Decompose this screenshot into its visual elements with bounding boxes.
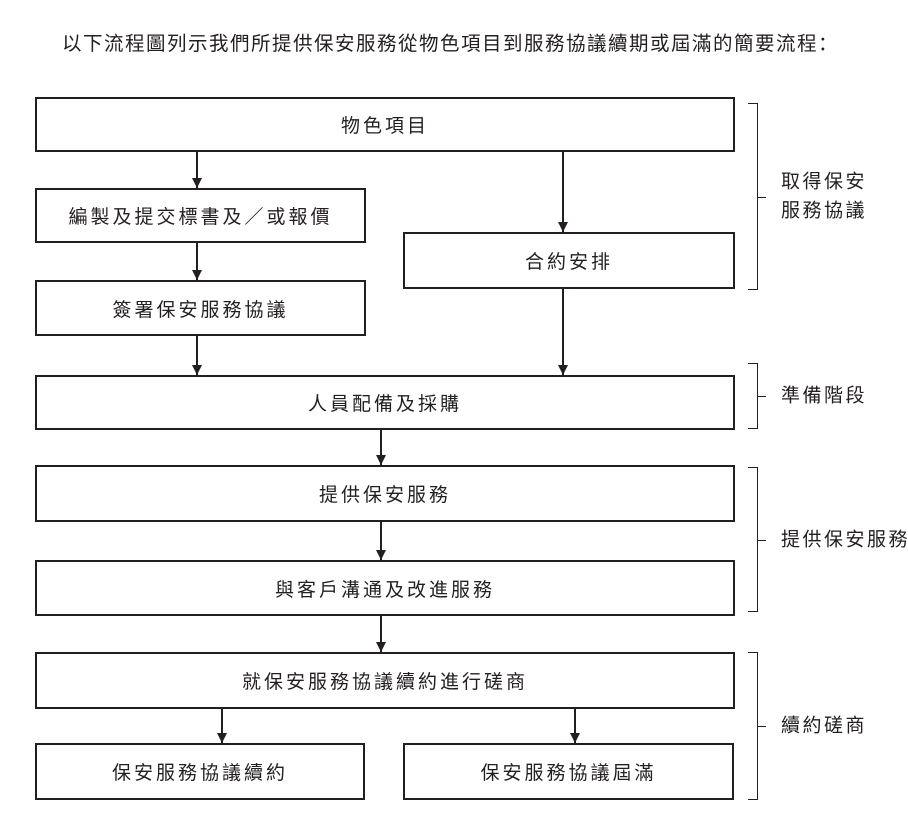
stage-label-preparation-text: 準備階段 — [781, 384, 868, 407]
flow-box-contract-arrangement: 合約安排 — [403, 232, 735, 289]
stage-label-renewal: 續約磋商 — [781, 711, 867, 740]
arrow-negotiation-to-renewal — [221, 709, 223, 743]
stage-bracket-renewal — [748, 652, 766, 800]
arrow-negotiation-to-expiry — [574, 709, 576, 743]
intro-text: 以下流程圖列示我們所提供保安服務從物色項目到服務協議續期或屆滿的簡要流程： — [62, 32, 840, 55]
arrow-provide-to-communicate — [380, 522, 382, 560]
arrow-sign-to-staffing — [196, 336, 198, 375]
arrow-staffing-to-provide — [380, 430, 382, 465]
flow-box-provide-services-label: 提供保安服務 — [318, 484, 451, 506]
stage-label-acquire-line2: 服務協議 — [781, 200, 868, 222]
arrow-identify-to-contract — [562, 152, 564, 232]
flow-box-renewal-negotiation-label: 就保安服務協議續約進行磋商 — [241, 671, 528, 693]
stage-bracket-acquire — [748, 103, 766, 290]
arrow-identify-to-tender — [196, 152, 198, 188]
stage-bracket-preparation — [748, 363, 766, 429]
flow-box-sign-agreement: 簽署保安服務協議 — [35, 280, 366, 336]
flow-box-provide-services: 提供保安服務 — [35, 465, 735, 522]
flow-box-contract-arrangement-label: 合約安排 — [524, 251, 613, 273]
stage-label-preparation: 準備階段 — [781, 381, 867, 410]
arrow-communicate-to-negotiation — [380, 616, 382, 652]
flow-box-prepare-tender: 編製及提交標書及／或報價 — [35, 188, 366, 243]
stage-label-acquire: 取得保安 服務協議 — [781, 168, 867, 227]
flow-box-agreement-expiry: 保安服務協議屆滿 — [403, 743, 734, 800]
flow-box-sign-agreement-label: 簽署保安服務協議 — [112, 298, 289, 321]
flow-box-communicate-improve: 與客戶溝通及改進服務 — [35, 560, 735, 616]
stage-bracket-provision — [748, 467, 766, 612]
stage-label-renewal-text: 續約磋商 — [781, 714, 868, 737]
stage-label-acquire-line1: 取得保安 — [781, 170, 868, 193]
flow-box-agreement-expiry-label: 保安服務協議屆滿 — [480, 762, 657, 784]
flow-box-agreement-renewal: 保安服務協議續約 — [35, 743, 365, 800]
arrow-contract-to-staffing — [562, 289, 564, 375]
flow-box-staffing-procurement-label: 人員配備及採購 — [307, 393, 462, 415]
flow-box-agreement-renewal-label: 保安服務協議續約 — [111, 762, 288, 784]
flow-box-staffing-procurement: 人員配備及採購 — [35, 375, 735, 430]
flow-box-renewal-negotiation: 就保安服務協議續約進行磋商 — [35, 652, 735, 709]
stage-label-provision: 提供保安服務 — [781, 525, 908, 554]
stage-label-provision-text: 提供保安服務 — [781, 528, 908, 551]
flow-box-prepare-tender-label: 編製及提交標書及／或報價 — [68, 206, 333, 228]
arrow-tender-to-sign — [196, 243, 198, 280]
flow-box-identify-project-label: 物色項目 — [340, 115, 429, 137]
flow-box-identify-project: 物色項目 — [35, 97, 735, 152]
flow-box-communicate-improve-label: 與客戶溝通及改進服務 — [274, 578, 495, 601]
